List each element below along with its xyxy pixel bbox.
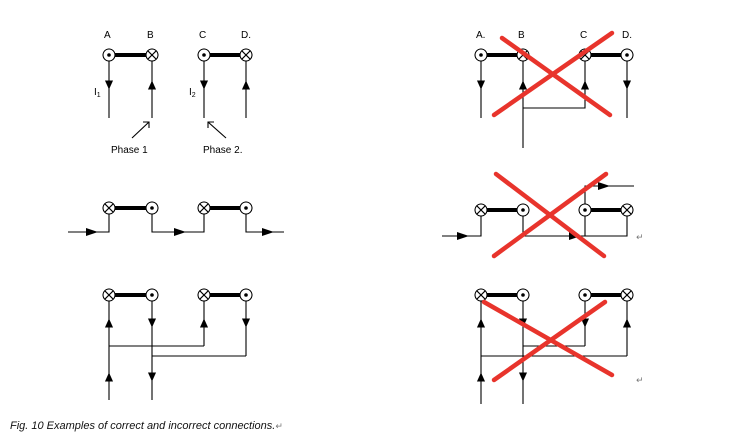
return-mark: ↵ xyxy=(636,233,644,243)
terminal-dot-icon xyxy=(578,203,592,217)
wire-bridge-bc xyxy=(523,61,586,109)
terminal-cross-icon xyxy=(102,288,116,302)
label-b: B xyxy=(147,30,154,41)
arrow-up xyxy=(580,80,590,90)
terminal-dot-icon xyxy=(145,288,159,302)
terminal-cross-icon xyxy=(102,201,116,215)
label-c: C xyxy=(199,30,206,41)
panel-top-left-correct: A B C D. I1 I2 Phase 1 Phase 2. xyxy=(94,30,253,156)
label-d: D. xyxy=(622,30,632,41)
arrow-up xyxy=(476,318,486,328)
arrow-down xyxy=(199,80,209,90)
panel-top-right-incorrect: A. B C D. xyxy=(474,30,634,148)
terminal-dot-icon xyxy=(197,48,211,62)
arrow-up xyxy=(622,318,632,328)
arrow-down xyxy=(476,80,486,90)
return-mark: ↵ xyxy=(636,376,644,386)
panel-middle-left-correct xyxy=(68,201,284,236)
red-cross-icon xyxy=(491,299,608,383)
arrow-down xyxy=(104,80,114,90)
arrow-down xyxy=(241,318,251,328)
label-phase-2: Phase 2. xyxy=(203,145,242,156)
terminal-dot-icon xyxy=(516,288,530,302)
arrow-up xyxy=(476,372,486,382)
terminal-cross-icon xyxy=(197,288,211,302)
terminal-cross-icon xyxy=(620,288,634,302)
wire-in xyxy=(442,216,482,237)
arrow-down xyxy=(518,372,528,382)
terminal-cross-icon xyxy=(474,288,488,302)
label-c: C xyxy=(580,30,587,41)
arrow-right xyxy=(86,228,98,236)
pointer-head xyxy=(143,121,150,128)
terminal-dot-icon xyxy=(578,288,592,302)
arrow-down xyxy=(147,372,157,382)
label-a: A. xyxy=(476,30,485,41)
arrow-right xyxy=(598,182,610,190)
arrow-up xyxy=(147,80,157,90)
wire-link xyxy=(522,216,586,237)
terminal-dot-icon xyxy=(474,48,488,62)
label-i2: I2 xyxy=(189,87,196,99)
arrow-up xyxy=(199,318,209,328)
terminal-dot-icon xyxy=(239,201,253,215)
label-i1: I1 xyxy=(94,87,101,99)
terminal-cross-icon xyxy=(239,48,253,62)
label-a: A xyxy=(104,30,111,41)
red-cross-icon xyxy=(499,35,613,118)
red-cross-icon xyxy=(491,171,609,259)
terminal-dot-icon xyxy=(620,48,634,62)
red-cross-icon xyxy=(481,299,615,378)
wire-in xyxy=(68,214,110,233)
terminal-cross-icon xyxy=(145,48,159,62)
arrow-up xyxy=(104,372,114,382)
label-d: D. xyxy=(241,30,251,41)
arrow-up xyxy=(241,80,251,90)
return-mark: ↵ xyxy=(275,422,283,432)
terminal-dot-icon xyxy=(239,288,253,302)
label-b: B xyxy=(518,30,525,41)
panel-bottom-left-correct xyxy=(102,288,253,400)
terminal-cross-icon xyxy=(620,203,634,217)
arrow-right xyxy=(262,228,274,236)
wire-link xyxy=(151,214,205,233)
terminal-dot-icon xyxy=(102,48,116,62)
pointer-phase-1 xyxy=(131,121,150,139)
panel-middle-right-incorrect: ↵ xyxy=(442,171,644,259)
pointer-phase-2 xyxy=(207,121,227,139)
arrow-up xyxy=(518,80,528,90)
red-cross-icon xyxy=(491,30,615,118)
arrow-up xyxy=(104,318,114,328)
wire-out-top xyxy=(584,185,634,204)
terminal-cross-icon xyxy=(197,201,211,215)
terminal-dot-icon xyxy=(145,201,159,215)
pointer-head xyxy=(207,121,214,128)
terminal-dot-icon xyxy=(516,203,530,217)
terminal-cross-icon xyxy=(474,203,488,217)
arrow-down xyxy=(622,80,632,90)
caption-text: Fig. 10 Examples of correct and incorrec… xyxy=(10,420,276,432)
arrow-right xyxy=(174,228,186,236)
label-phase-1: Phase 1 xyxy=(111,145,148,156)
arrow-down xyxy=(147,318,157,328)
figure-caption: Fig. 10 Examples of correct and incorrec… xyxy=(10,420,283,432)
panel-bottom-right-incorrect: ↵ xyxy=(474,288,644,404)
arrow-right xyxy=(457,232,469,240)
wire-return xyxy=(585,216,628,237)
